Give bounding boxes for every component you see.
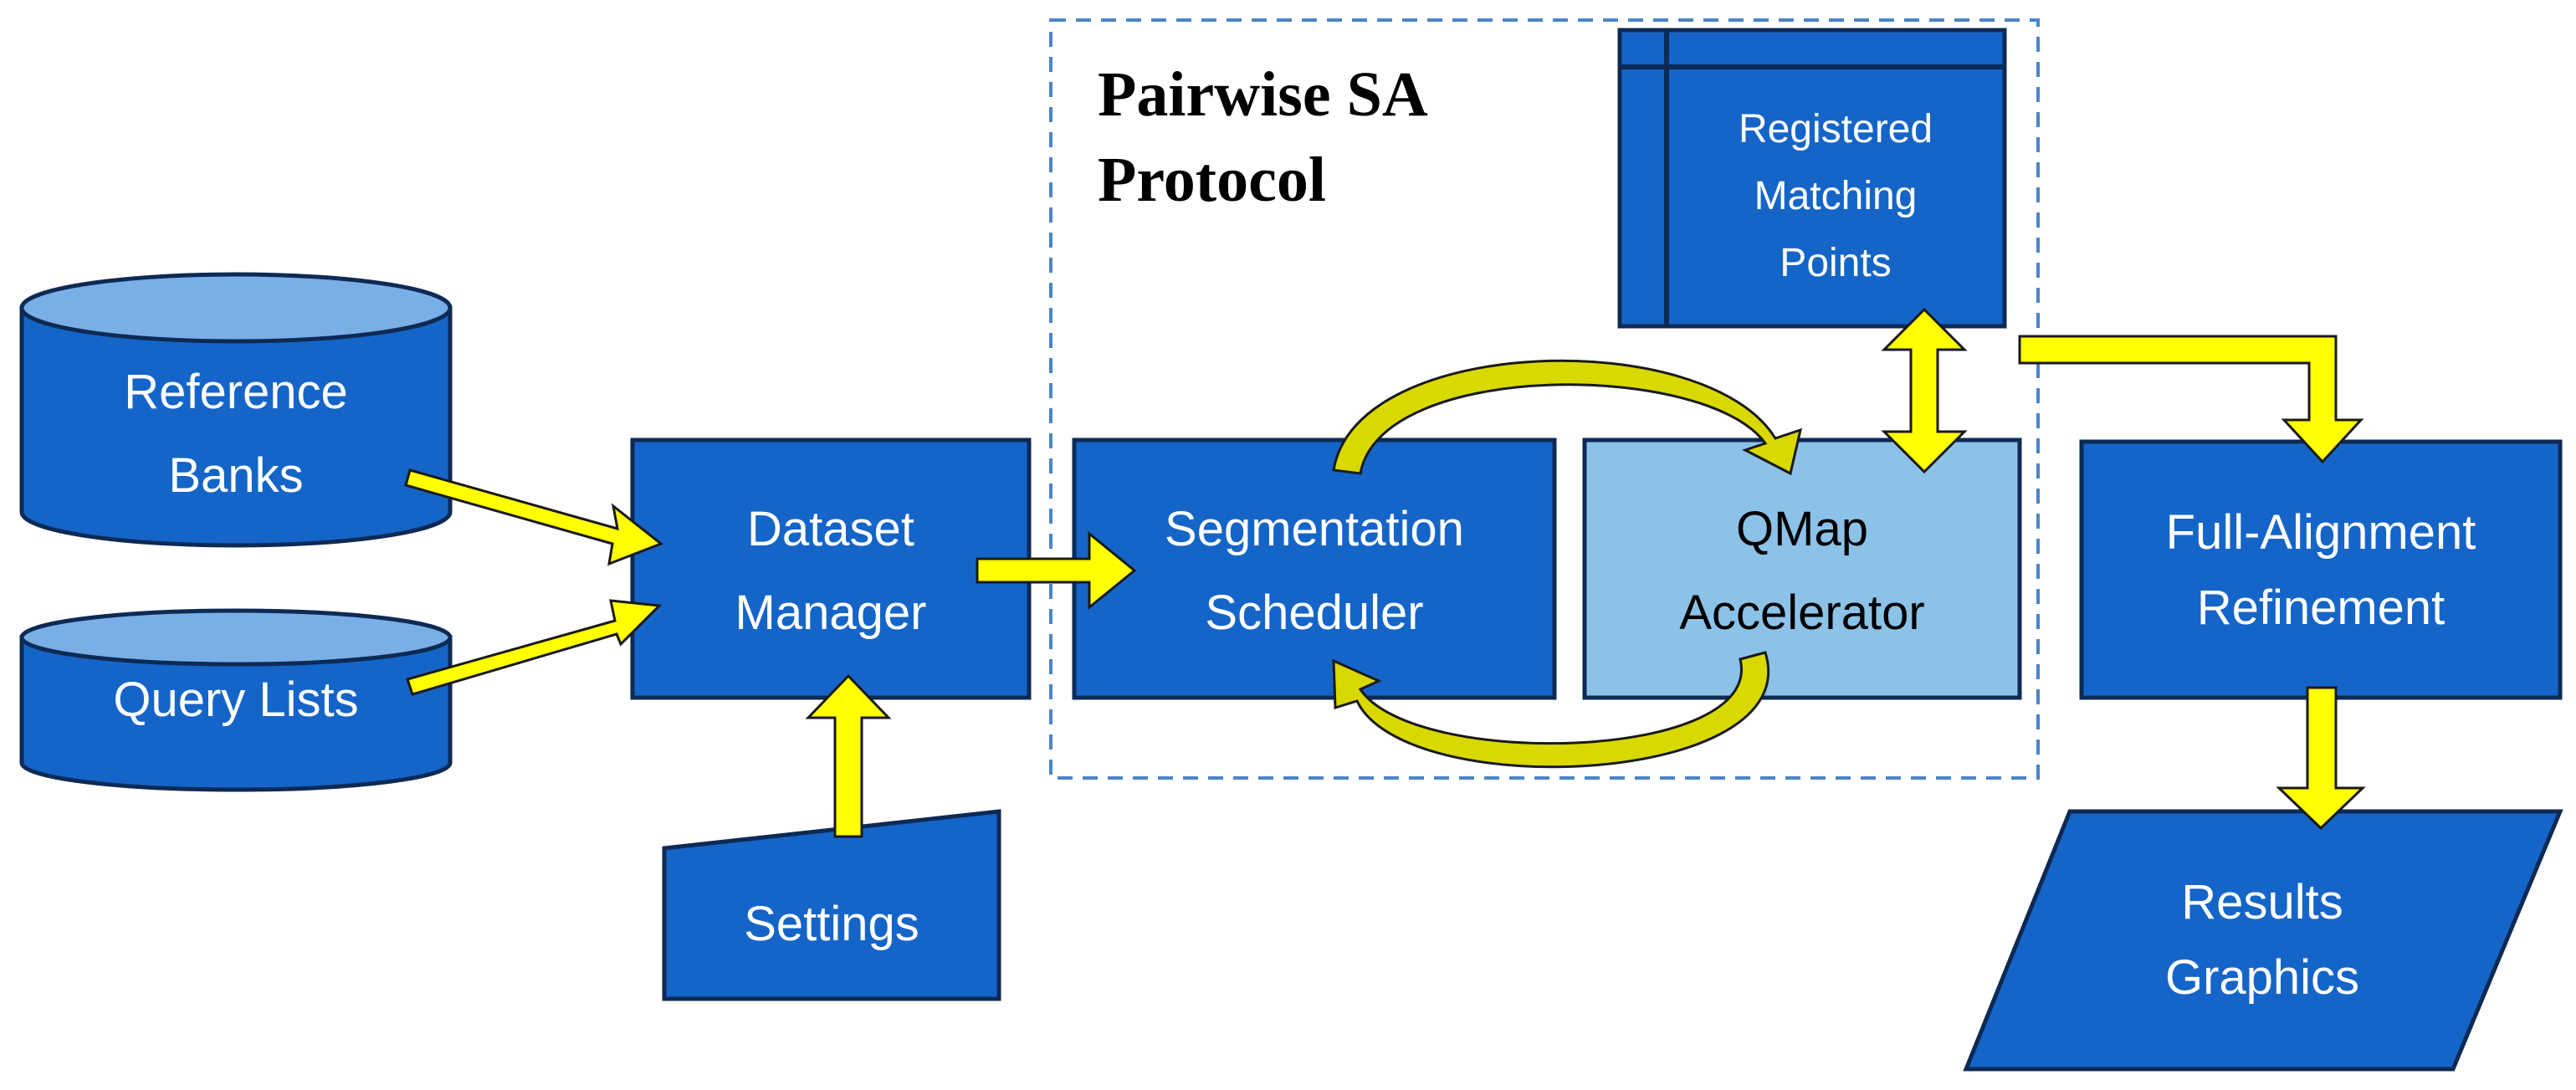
query-lists-cylinder: Query Lists (19, 608, 453, 792)
arrow-dataset-to-segmentation (976, 530, 1137, 611)
segmentation-scheduler-label-2: Scheduler (1205, 586, 1423, 640)
registered-matching-points-label-3: Points (1780, 241, 1891, 285)
settings-input-shape: Settings (662, 809, 1001, 1001)
curved-arrow-segmentation-to-qmap (1332, 359, 1803, 476)
reference-banks-label-1: Reference (124, 365, 348, 419)
arrow-matching-points-to-refinement (2018, 335, 2364, 464)
segmentation-scheduler-box: Segmentation Scheduler (1072, 438, 1557, 700)
arrow-settings-to-dataset (805, 673, 892, 838)
qmap-accelerator-label-1: QMap (1736, 502, 1868, 556)
full-alignment-refinement-label-1: Full-Alignment (2166, 505, 2476, 560)
arrow-refinement-to-results (2276, 686, 2366, 831)
arrow-matching-points-qmap-bidirectional (1881, 307, 1968, 474)
reference-banks-cylinder: Reference Banks (19, 272, 453, 548)
results-graphics-label-2: Graphics (2165, 950, 2359, 1005)
curved-arrow-qmap-to-segmentation (1332, 651, 1769, 769)
group-title-line1: Pairwise SA (1098, 59, 1428, 130)
qmap-accelerator-label-2: Accelerator (1679, 586, 1924, 640)
arrow-reference-to-dataset (404, 468, 663, 566)
pairwise-sa-protocol-group (1049, 18, 2040, 780)
qmap-accelerator-box: QMap Accelerator (1582, 438, 2022, 700)
dataset-manager-label-1: Dataset (747, 502, 914, 556)
full-alignment-refinement-box: Full-Alignment Refinement (2079, 439, 2563, 700)
arrow-query-to-dataset (406, 599, 663, 696)
results-graphics-parallelogram: Results Graphics (1963, 809, 2563, 1072)
segmentation-scheduler-label-1: Segmentation (1165, 502, 1464, 556)
query-lists-label: Query Lists (113, 673, 358, 727)
full-alignment-refinement-label-2: Refinement (2197, 581, 2445, 635)
results-graphics-label-1: Results (2181, 875, 2343, 929)
group-title-line2: Protocol (1098, 145, 1326, 215)
settings-label: Settings (744, 897, 919, 951)
registered-matching-points-label-2: Matching (1754, 174, 1918, 218)
dataset-manager-box: Dataset Manager (630, 438, 1032, 700)
registered-matching-points-label-1: Registered (1739, 107, 1933, 151)
reference-banks-label-2: Banks (168, 448, 303, 503)
registered-matching-points-storage: Registered Matching Points (1617, 28, 2007, 329)
dataset-manager-label-2: Manager (735, 586, 927, 640)
